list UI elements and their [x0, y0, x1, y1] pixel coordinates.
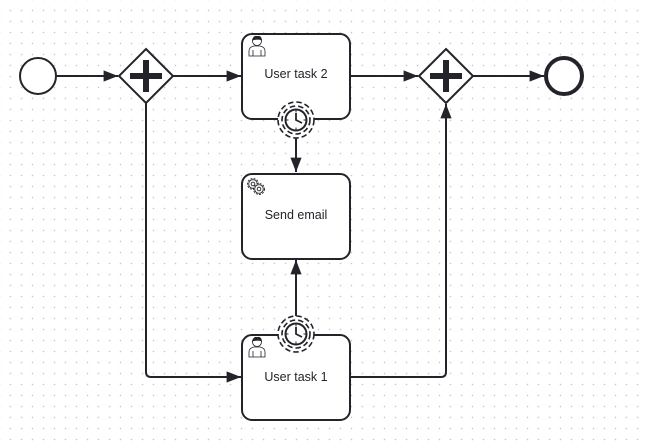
- start-event[interactable]: [19, 57, 57, 95]
- parallel-gateway-join[interactable]: [417, 47, 475, 105]
- timer-boundary-event-task-2[interactable]: [277, 101, 315, 139]
- sequence-flows: [56, 70, 544, 383]
- clock-icon: [284, 108, 308, 132]
- plus-icon: [430, 60, 462, 92]
- timer-boundary-event-task-1[interactable]: [277, 315, 315, 353]
- clock-icon: [284, 322, 308, 346]
- user-task-2[interactable]: [241, 33, 351, 120]
- plus-icon: [130, 60, 162, 92]
- user-icon: [248, 336, 266, 358]
- flow-split-to-user-task-1[interactable]: [145, 103, 241, 383]
- end-event[interactable]: [544, 56, 584, 96]
- user-icon: [248, 35, 266, 57]
- gears-icon: [247, 178, 265, 195]
- user-task-1[interactable]: [241, 334, 351, 421]
- flow-user-task-1-to-join[interactable]: [350, 104, 452, 378]
- parallel-gateway-split[interactable]: [117, 47, 175, 105]
- service-task-send-email[interactable]: [241, 173, 351, 260]
